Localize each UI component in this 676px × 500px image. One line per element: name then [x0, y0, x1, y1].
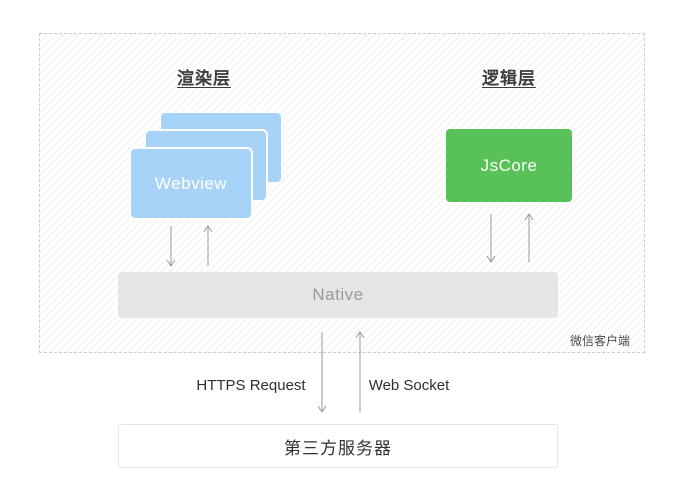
native-node: Native [118, 272, 558, 318]
webview-node: Webview [129, 147, 253, 220]
web-socket-label: Web Socket [368, 377, 450, 394]
render-layer-heading: 渲染层 [177, 69, 231, 88]
logic-layer-heading: 逻辑层 [482, 69, 536, 88]
https-request-label: HTTPS Request [196, 377, 306, 394]
wechat-client-label: 微信客户端 [569, 334, 630, 348]
jscore-node: JsCore [446, 129, 572, 202]
third-party-server-node: 第三方服务器 [118, 424, 558, 468]
